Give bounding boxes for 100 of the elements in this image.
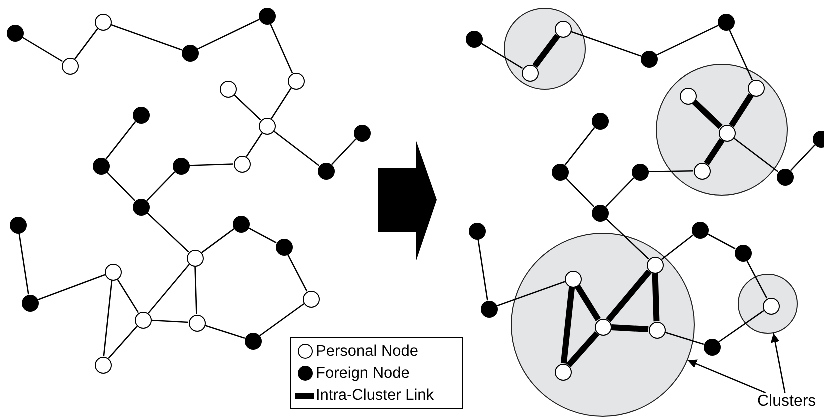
link <box>606 218 650 260</box>
personal-node <box>680 88 696 104</box>
link <box>248 227 277 244</box>
link <box>648 170 694 173</box>
personal-node <box>62 58 78 74</box>
foreign-node <box>10 216 26 234</box>
personal-node <box>188 314 206 332</box>
personal-node <box>302 290 320 308</box>
intra-cluster-link <box>729 94 754 128</box>
link <box>194 266 198 315</box>
foreign-node <box>704 338 720 356</box>
foreign-node <box>692 222 708 238</box>
link <box>108 326 138 360</box>
personal-node <box>554 20 572 38</box>
leader-arrow <box>770 333 786 394</box>
link <box>146 172 176 202</box>
cluster-label: Clusters <box>758 393 816 411</box>
link <box>564 127 596 166</box>
personal-node <box>694 162 710 180</box>
foreign-node <box>468 222 486 240</box>
link <box>496 281 566 307</box>
link <box>273 130 320 166</box>
link <box>106 121 136 160</box>
personal-node <box>522 64 538 82</box>
personal-node <box>258 118 276 134</box>
link <box>790 144 816 172</box>
foreign-node <box>92 158 110 174</box>
link <box>270 24 294 74</box>
link <box>148 264 190 314</box>
foreign-node <box>244 332 262 350</box>
link <box>480 42 524 70</box>
link <box>201 228 235 254</box>
link <box>664 332 704 346</box>
link <box>565 178 595 208</box>
personal-node <box>646 256 664 274</box>
foreign-node <box>276 238 292 256</box>
link <box>478 239 488 301</box>
link <box>103 280 113 357</box>
link <box>146 212 190 253</box>
link <box>22 36 64 62</box>
intra-cluster-link <box>560 287 576 364</box>
link <box>204 324 246 340</box>
link <box>733 138 779 172</box>
foreign-node <box>132 198 150 216</box>
personal-node <box>94 14 112 30</box>
link <box>728 29 754 81</box>
foreign-node <box>552 164 568 180</box>
link <box>605 178 635 208</box>
link <box>116 278 140 314</box>
link <box>570 31 642 57</box>
intra-cluster-link <box>606 270 652 322</box>
foreign-node <box>172 158 190 174</box>
link <box>746 260 768 299</box>
personal-node <box>288 72 304 90</box>
intra-cluster-link <box>704 138 725 166</box>
link <box>246 132 263 158</box>
foreign-node <box>6 24 24 42</box>
legend-label: Intra-Cluster Link <box>316 387 434 405</box>
personal-node <box>134 312 152 328</box>
link <box>197 19 260 50</box>
link <box>718 310 764 343</box>
personal-node <box>554 364 572 380</box>
personal-node <box>186 250 204 266</box>
link <box>234 94 262 121</box>
foreign-node <box>592 112 608 130</box>
foreign-node <box>734 244 752 262</box>
personal-node <box>762 298 780 314</box>
intra-cluster-link <box>611 324 649 333</box>
link <box>661 234 694 260</box>
foreign-node <box>354 124 370 142</box>
link <box>271 88 292 120</box>
personal-node <box>104 264 122 280</box>
link <box>189 164 234 166</box>
link <box>707 233 736 250</box>
link <box>106 172 136 202</box>
foreign-node <box>466 30 482 48</box>
personal-node <box>648 322 666 338</box>
foreign-node <box>480 300 498 318</box>
intra-cluster-link <box>532 34 560 68</box>
leader-arrow <box>688 360 766 394</box>
foreign-node <box>718 14 734 30</box>
legend-label: Personal Node <box>316 343 419 361</box>
foreign-node <box>318 162 334 180</box>
link <box>331 138 357 166</box>
foreign-node <box>182 44 198 62</box>
link <box>18 233 30 295</box>
link <box>260 303 304 337</box>
foreign-node <box>258 8 276 24</box>
foreign-node <box>776 168 794 186</box>
foreign-node <box>22 294 38 312</box>
personal-node <box>220 80 236 98</box>
personal-node <box>748 80 764 96</box>
foreign-node <box>132 106 150 124</box>
personal-node <box>94 356 112 374</box>
link <box>656 25 719 56</box>
foreign-node <box>592 204 608 222</box>
link <box>74 28 98 60</box>
intra-cluster-link <box>566 331 600 368</box>
link <box>151 320 189 324</box>
intra-cluster-link <box>652 273 660 322</box>
